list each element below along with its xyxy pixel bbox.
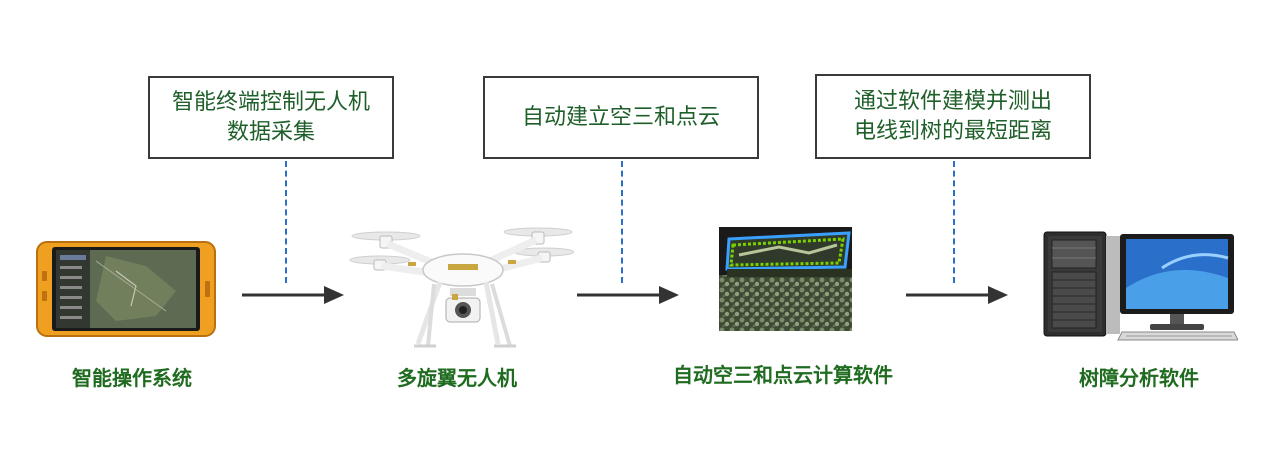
- point-cloud-image: [719, 227, 852, 331]
- dashed-connector-2: [621, 161, 623, 283]
- arrow-2: [577, 286, 679, 304]
- label-tree-obstacle-software: 树障分析软件: [1079, 366, 1199, 390]
- dashed-connector-3: [953, 161, 955, 283]
- step-box-1-line-2: 数据采集: [226, 119, 315, 145]
- tablet-icon: [36, 241, 216, 337]
- step-box-3-line-2: 电线到树的最短距离: [853, 118, 1052, 144]
- drone-icon: [349, 227, 574, 348]
- desktop-computer-icon: [1043, 231, 1238, 341]
- step-box-2-line-1: 自动建立空三和点云: [521, 104, 720, 130]
- label-aerotriangulation-software: 自动空三和点云计算软件: [673, 363, 893, 387]
- dashed-connector-1: [285, 161, 287, 283]
- arrow-3: [906, 286, 1008, 304]
- step-box-2: 自动建立空三和点云: [483, 76, 759, 159]
- label-multirotor-drone: 多旋翼无人机: [397, 366, 517, 390]
- step-box-1-line-1: 智能终端控制无人机: [171, 89, 370, 115]
- arrow-1: [242, 286, 344, 304]
- label-smart-os: 智能操作系统: [72, 366, 192, 390]
- step-box-1: 智能终端控制无人机 数据采集: [148, 76, 394, 159]
- step-box-3-line-1: 通过软件建模并测出: [853, 88, 1052, 114]
- step-box-3: 通过软件建模并测出 电线到树的最短距离: [815, 74, 1091, 159]
